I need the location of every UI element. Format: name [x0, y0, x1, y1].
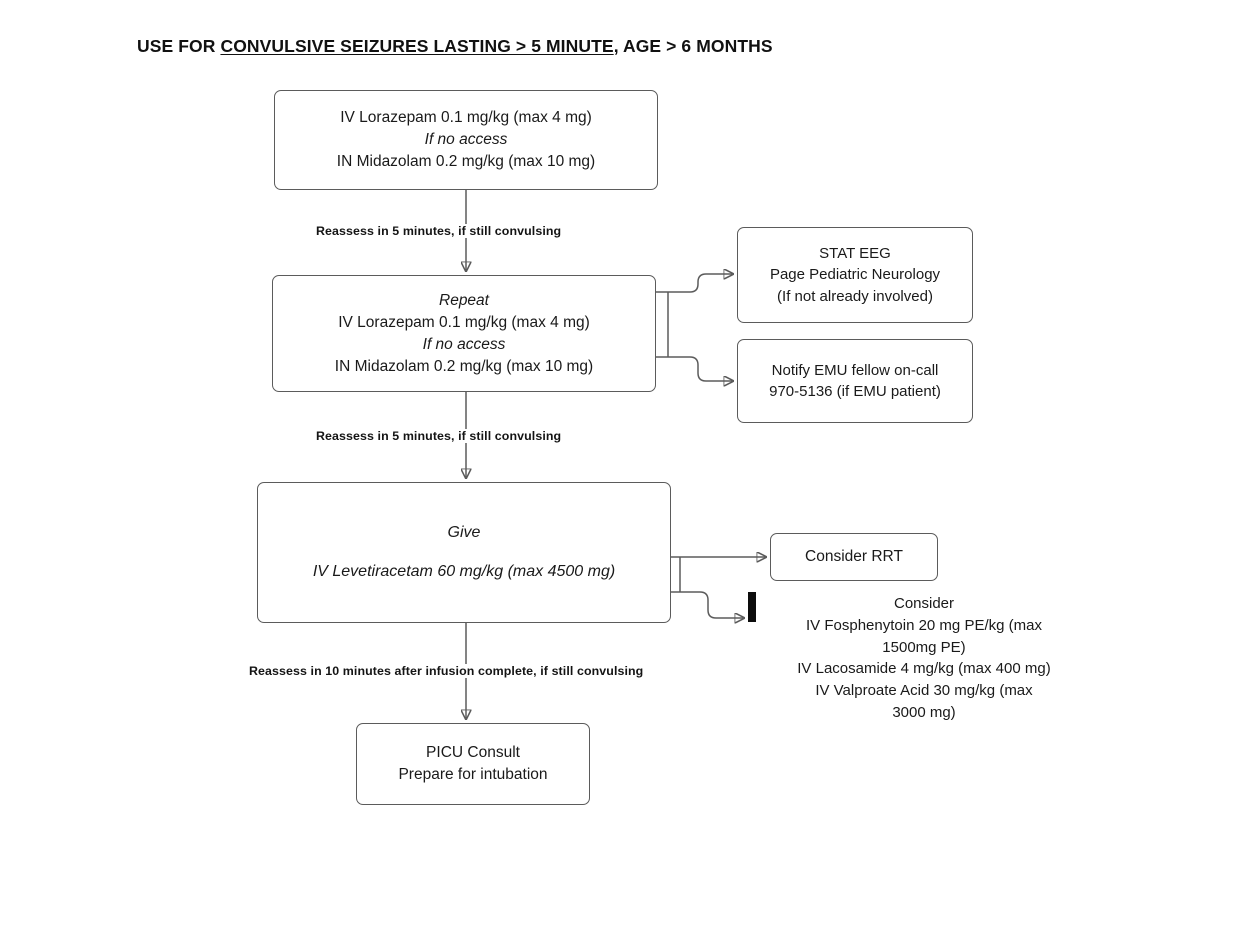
box-repeat-line-2: IV Lorazepam 0.1 mg/kg (max 4 mg) — [338, 313, 590, 331]
wire-repeat-to-emu — [668, 356, 733, 381]
box-repeat-line-1: Repeat — [439, 291, 489, 309]
page-title: USE FOR CONVULSIVE SEIZURES LASTING > 5 … — [137, 36, 773, 57]
consider-line-6: 3000 mg) — [892, 703, 956, 721]
consider-line-1: Consider — [893, 595, 955, 612]
box-picu-line-1: PICU Consult — [426, 744, 520, 761]
wire-give-to-consider — [680, 591, 744, 618]
box-repeat-dose[interactable]: Repeat IV Lorazepam 0.1 mg/kg (max 4 mg)… — [272, 275, 656, 392]
caption-reassess-2: Reassess in 5 minutes, if still convulsi… — [313, 429, 565, 443]
box-give-line-1: Give — [447, 523, 481, 541]
consider-medications-block: Consider IV Fosphenytoin 20 mg PE/kg (ma… — [761, 593, 1087, 724]
box-picu-line-2: Prepare for intubation — [398, 766, 548, 783]
box-initial-line-3: IN Midazolam 0.2 mg/kg (max 10 mg) — [336, 153, 596, 170]
consider-line-2: IV Fosphenytoin 20 mg PE/kg (max — [806, 616, 1042, 634]
title-underlined: CONVULSIVE SEIZURES LASTING > 5 MINUTE — [220, 36, 614, 56]
box-consider-rrt[interactable]: Consider RRT — [770, 533, 938, 581]
box-repeat-line-4: IN Midazolam 0.2 mg/kg (max 10 mg) — [334, 357, 594, 375]
box-stat-eeg[interactable]: STAT EEG Page Pediatric Neurology (If no… — [737, 227, 973, 323]
box-eeg-line-1: STAT EEG — [819, 245, 891, 263]
consider-line-4: IV Lacosamide 4 mg/kg (max 400 mg) — [797, 660, 1051, 678]
box-repeat-line-3: If no access — [422, 335, 506, 353]
box-picu-consult[interactable]: PICU Consult Prepare for intubation — [356, 723, 590, 805]
caption-reassess-3: Reassess in 10 minutes after infusion co… — [246, 664, 647, 678]
caption-reassess-1: Reassess in 5 minutes, if still convulsi… — [313, 224, 565, 238]
consider-line-3: 1500mg PE) — [882, 638, 966, 656]
box-notify-emu[interactable]: Notify EMU fellow on-call 970-5136 (if E… — [737, 339, 973, 423]
box-initial-line-2: If no access — [424, 131, 508, 148]
title-prefix: USE FOR — [137, 36, 221, 56]
box-eeg-line-3: (If not already involved) — [777, 287, 933, 305]
title-suffix: , AGE > 6 MONTHS — [613, 36, 773, 56]
box-eeg-line-2: Page Pediatric Neurology — [769, 266, 941, 284]
wire-repeat-to-eeg — [668, 274, 733, 293]
caret-artifact — [748, 592, 756, 622]
box-initial-line-1: IV Lorazepam 0.1 mg/kg (max 4 mg) — [340, 109, 592, 126]
consider-line-5: IV Valproate Acid 30 mg/kg (max — [815, 682, 1033, 699]
box-emu-line-2: 970-5136 (if EMU patient) — [769, 383, 941, 400]
box-give-line-2: IV Levetiracetam 60 mg/kg (max 4500 mg) — [312, 562, 616, 580]
box-rrt-line-1: Consider RRT — [805, 548, 903, 565]
box-initial-dose[interactable]: IV Lorazepam 0.1 mg/kg (max 4 mg) If no … — [274, 90, 658, 190]
box-give-levetiracetam[interactable]: Give IV Levetiracetam 60 mg/kg (max 4500… — [257, 482, 671, 623]
box-emu-line-1: Notify EMU fellow on-call — [771, 361, 939, 379]
